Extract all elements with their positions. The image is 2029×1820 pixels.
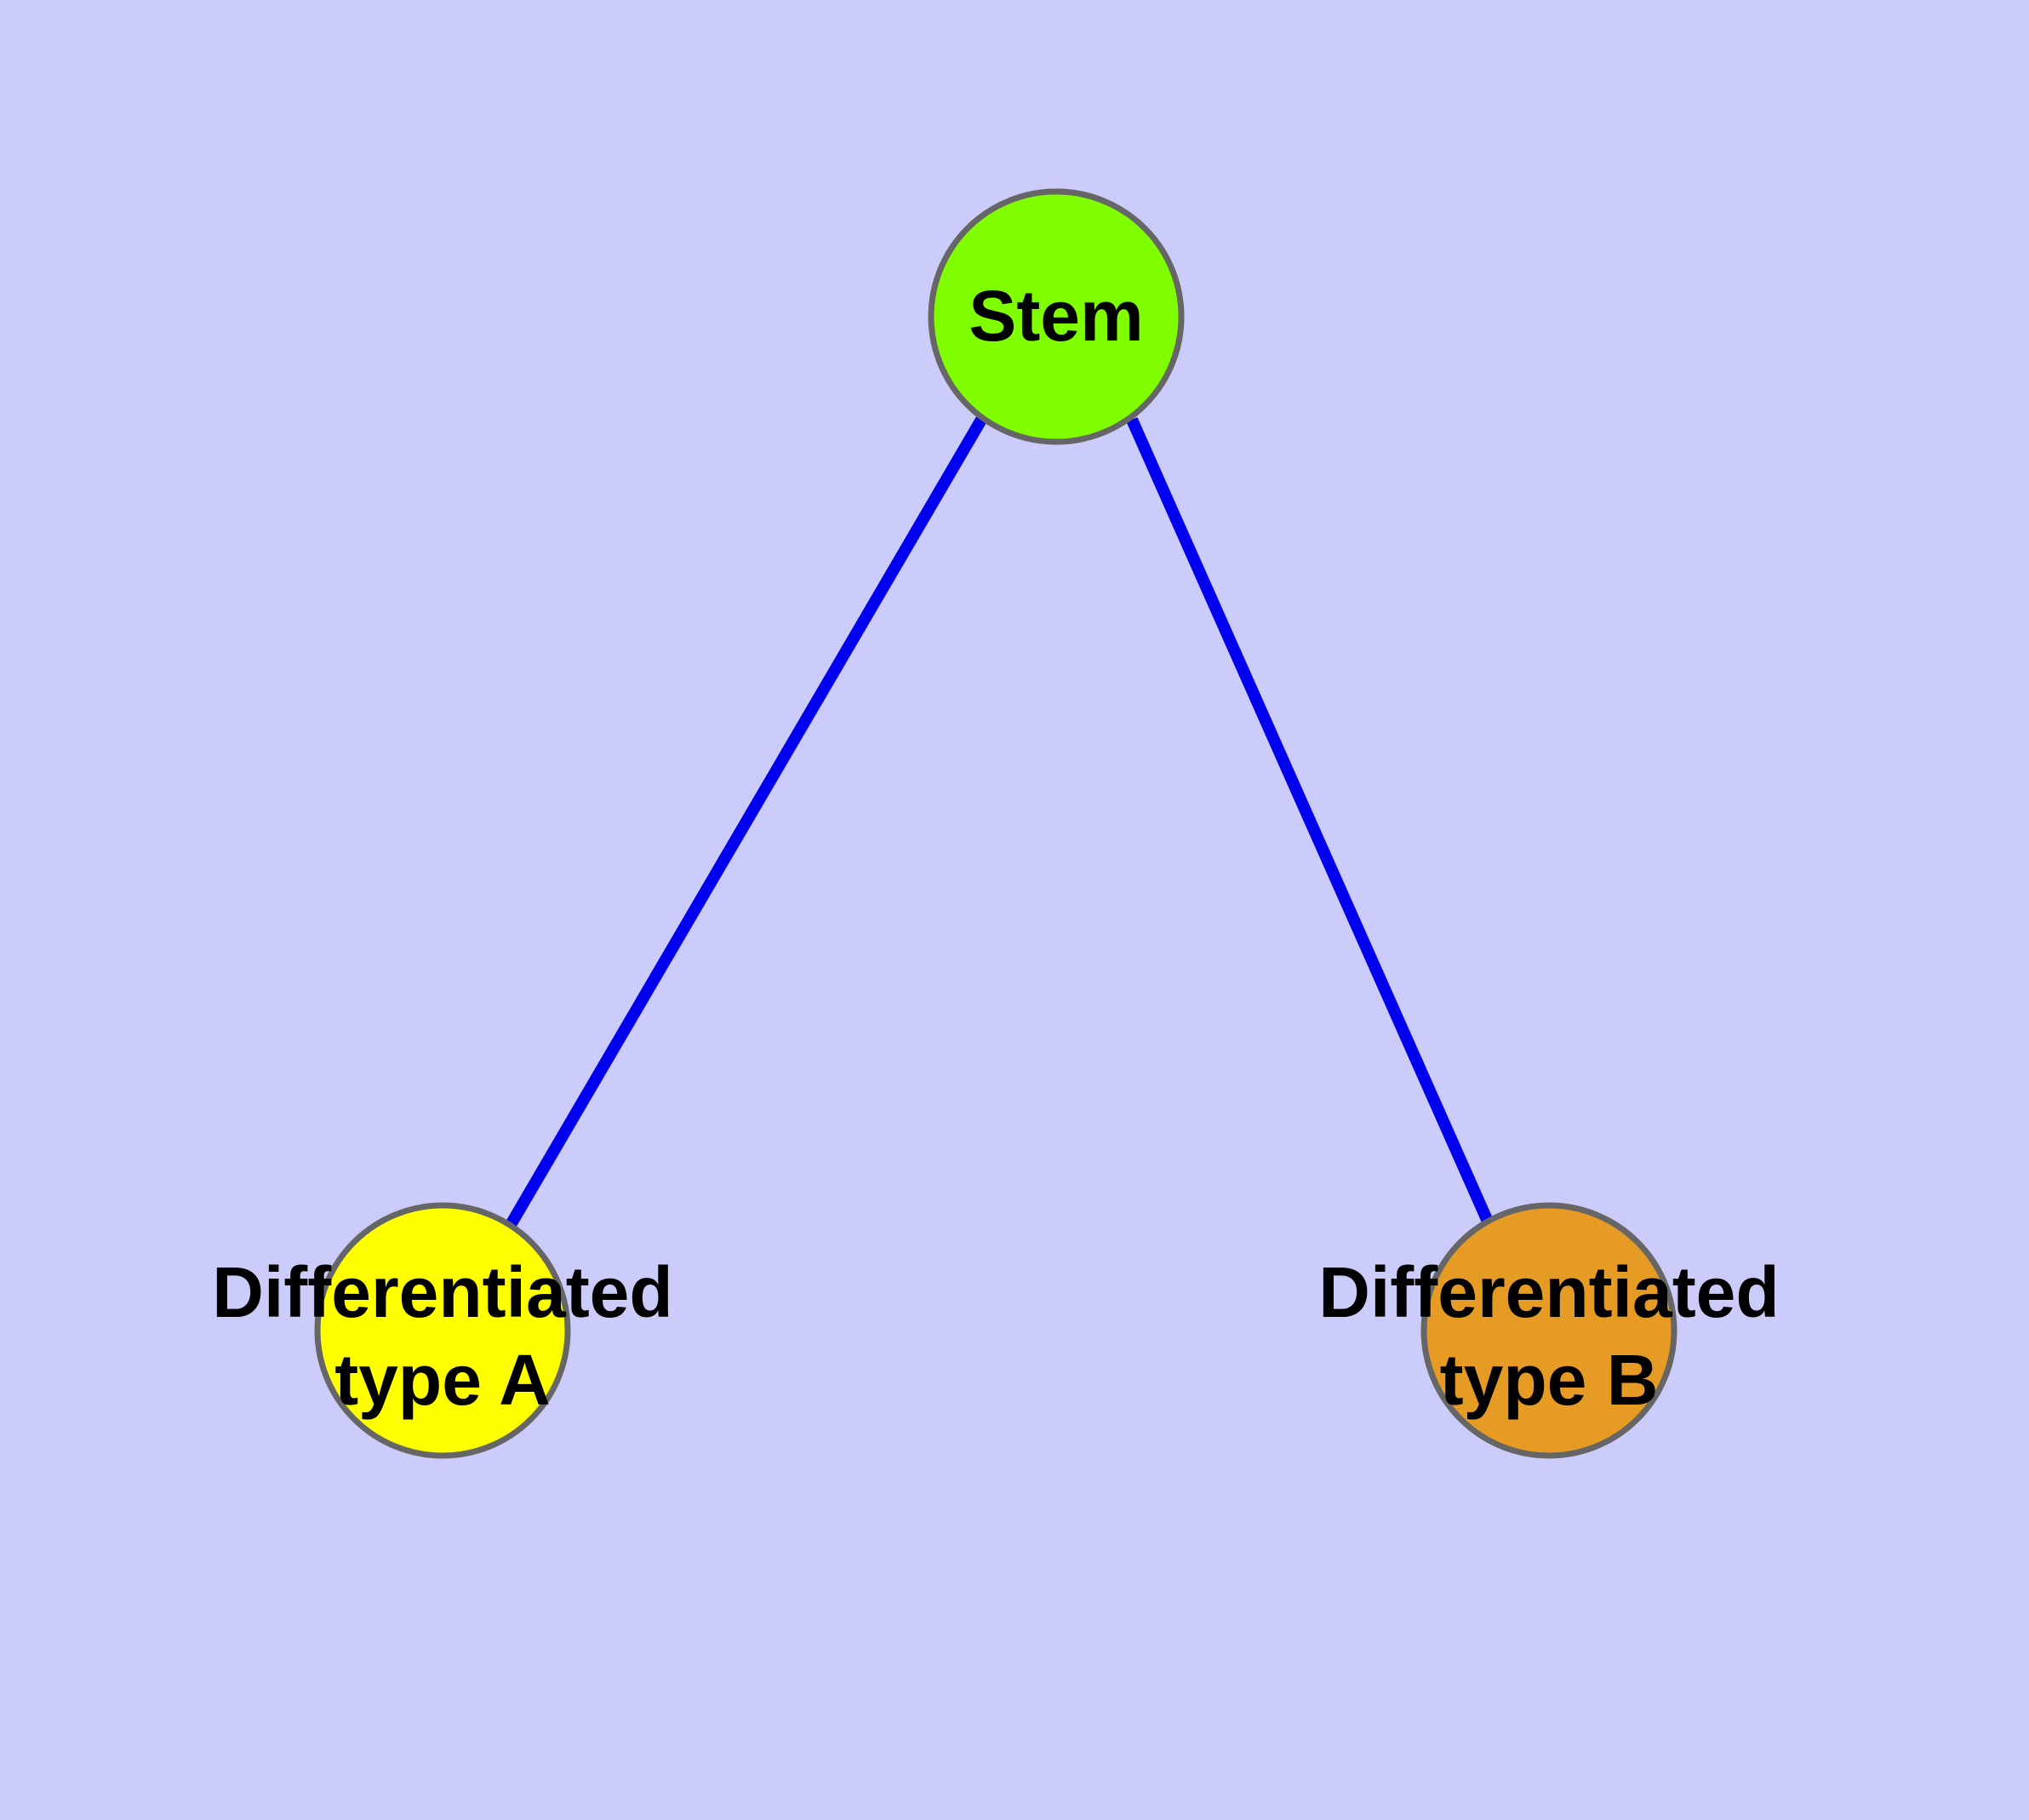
node-diff-b-label-line1: Differentiated [1318, 1252, 1779, 1332]
node-diff-b[interactable]: Differentiated type B [1318, 1202, 1780, 1459]
node-diff-a-label-line2: type A [334, 1340, 551, 1420]
edge-layer [506, 416, 1495, 1227]
node-diff-a-circle[interactable] [314, 1202, 571, 1459]
node-stem[interactable]: Stem [928, 188, 1185, 445]
node-diff-a-label-line1: Differentiated [212, 1252, 672, 1332]
node-diff-b-circle[interactable] [1420, 1202, 1677, 1459]
node-stem-circle[interactable] [928, 188, 1185, 445]
edge-stem-to-diff-b[interactable] [1126, 417, 1495, 1226]
node-stem-label: Stem [969, 276, 1143, 356]
node-diff-b-label-line2: type B [1440, 1340, 1659, 1420]
node-layer: Stem Differentiated type A Differentiate… [212, 188, 1780, 1459]
node-diff-a[interactable]: Differentiated type A [212, 1202, 673, 1459]
edge-stem-to-diff-a[interactable] [506, 416, 987, 1227]
